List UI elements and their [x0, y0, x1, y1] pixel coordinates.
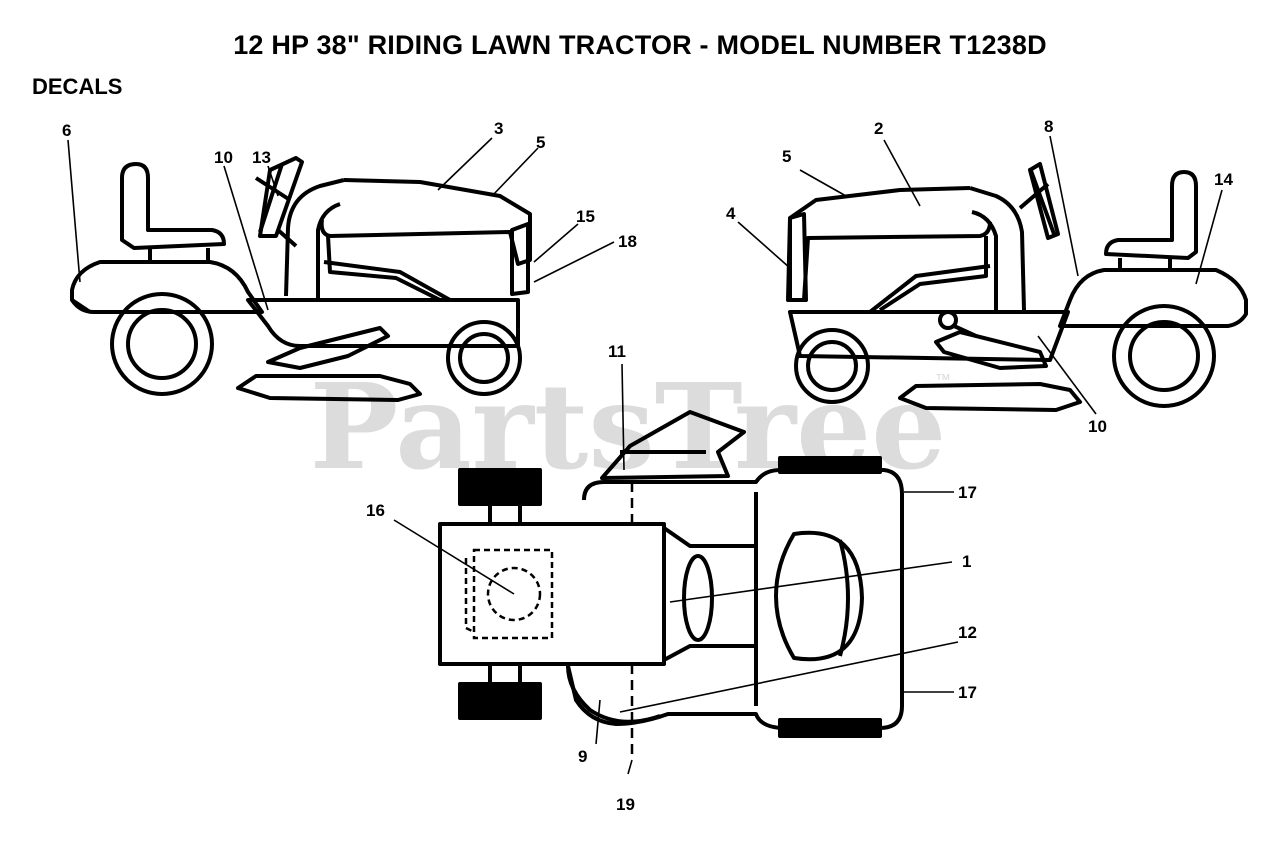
callout-labels: 6 10 13 3 5 15 18 2 5 4 8 14 10 11 16 17… [62, 117, 1233, 814]
left-view-leaders [67, 137, 615, 311]
callout-11: 11 [608, 342, 626, 361]
callout-5-left: 5 [536, 133, 545, 152]
callout-19: 19 [616, 795, 635, 814]
callout-4: 4 [726, 204, 736, 223]
section-label: DECALS [32, 74, 123, 99]
callout-10-left: 10 [214, 148, 233, 167]
seat-decal [464, 548, 554, 640]
callout-17-top: 17 [958, 483, 977, 502]
tractor-right-view [786, 162, 1248, 412]
callout-2: 2 [874, 119, 883, 138]
tractor-top-view [438, 410, 904, 738]
callout-13: 13 [252, 148, 271, 167]
right-view-leaders [737, 135, 1223, 415]
callout-9: 9 [578, 747, 587, 766]
callout-12: 12 [958, 623, 977, 642]
callout-16: 16 [366, 501, 385, 520]
tractor-left-view [70, 156, 532, 402]
callout-10-right: 10 [1088, 417, 1107, 436]
callout-15: 15 [576, 207, 595, 226]
callout-6: 6 [62, 121, 71, 140]
page-title: 12 HP 38" RIDING LAWN TRACTOR - MODEL NU… [233, 30, 1047, 60]
callout-5-right: 5 [782, 147, 791, 166]
callout-3: 3 [494, 119, 503, 138]
callout-17-bottom: 17 [958, 683, 977, 702]
callout-1: 1 [962, 552, 971, 571]
callout-14: 14 [1214, 170, 1233, 189]
top-view-leaders [393, 363, 959, 775]
callout-18: 18 [618, 232, 637, 251]
callout-8: 8 [1044, 117, 1053, 136]
